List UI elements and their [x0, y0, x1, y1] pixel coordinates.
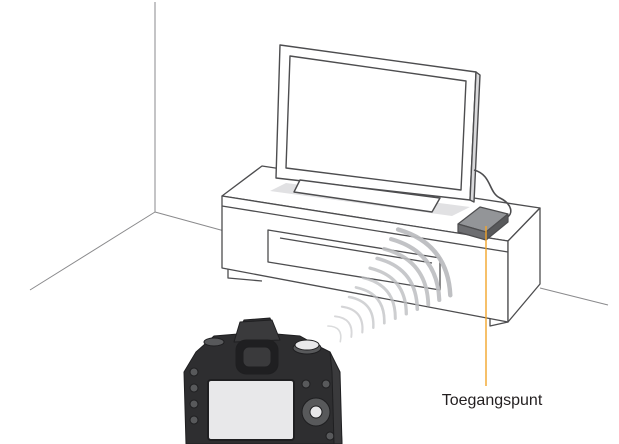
camera-left-dial — [204, 338, 224, 346]
camera-button-4 — [190, 416, 198, 424]
camera-button-5 — [302, 380, 310, 388]
camera-button-3 — [190, 400, 198, 408]
camera-control-wheel-center — [310, 406, 322, 418]
camera-button-2 — [190, 384, 198, 392]
room-floor-right — [155, 212, 228, 232]
camera-eyepiece-inner — [243, 347, 271, 367]
television — [276, 45, 480, 212]
wifi-arc — [335, 316, 352, 337]
room-floor-left — [30, 212, 155, 290]
camera-mode-dial-top — [295, 340, 319, 350]
camera-lcd — [208, 380, 294, 440]
room-floor-far-right — [540, 288, 608, 305]
access-point-label: Toegangspunt — [417, 392, 567, 410]
camera-button-1 — [190, 368, 198, 376]
wifi-arc — [328, 326, 341, 342]
camera-viewfinder-hump — [234, 320, 280, 342]
camera — [184, 318, 342, 444]
camera-button-6 — [322, 380, 330, 388]
camera-button-7 — [326, 432, 334, 440]
